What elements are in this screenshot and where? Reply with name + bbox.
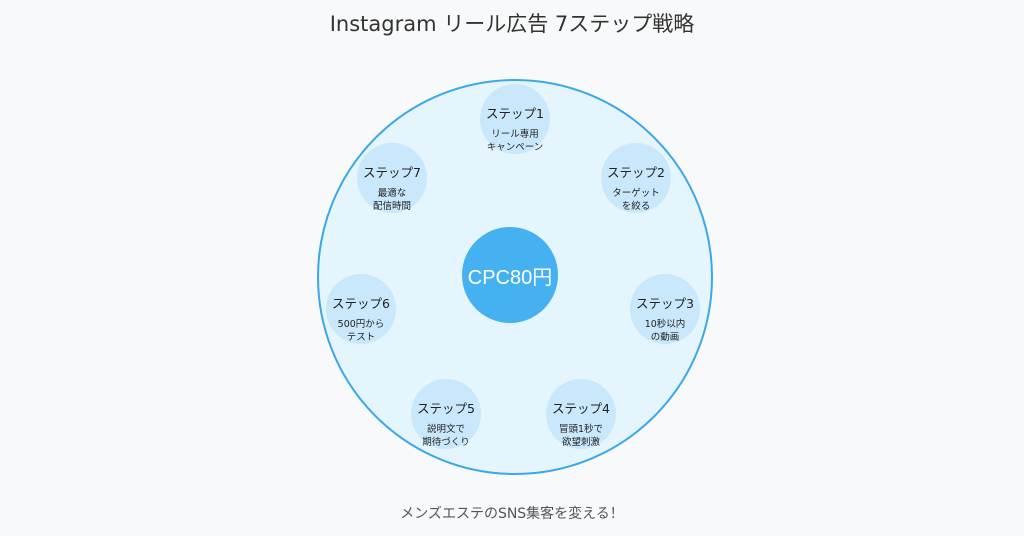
step-2-node: ステップ2 ターゲット を絞る	[601, 143, 671, 213]
step-cycle-diagram: CPC80円 ステップ1 リール専用 キャンペーン ステップ2 ターゲット を絞…	[317, 79, 713, 475]
step-5-description: 説明文で 期待づくり	[422, 424, 470, 448]
footer-tagline: メンズエステのSNS集客を変える！	[400, 506, 624, 522]
step-2-label: ステップ2	[607, 165, 665, 180]
step-4-node: ステップ4 冒頭1秒で 欲望刺激	[546, 379, 616, 449]
step-1-label: ステップ1	[486, 106, 544, 121]
step-7-description: 最適な 配信時間	[372, 188, 411, 212]
step-3-description: 10秒以内 の動画	[644, 319, 686, 343]
step-6-description: 500円から テスト	[337, 319, 385, 343]
step-7-label: ステップ7	[363, 165, 421, 180]
step-3-label: ステップ3	[636, 296, 694, 311]
step-1-node: ステップ1 リール専用 キャンペーン	[480, 84, 550, 154]
step-5-node: ステップ5 説明文で 期待づくり	[411, 379, 481, 449]
step-1-description: リール専用 キャンペーン	[486, 129, 544, 153]
step-6-label: ステップ6	[332, 296, 390, 311]
step-5-label: ステップ5	[417, 401, 475, 416]
step-7-node: ステップ7 最適な 配信時間	[357, 143, 427, 213]
center-hub-label: CPC80円	[467, 266, 553, 289]
page-title: Instagram リール広告 7ステップ戦略	[329, 12, 695, 36]
step-4-description: 冒頭1秒で 欲望刺激	[558, 424, 604, 448]
center-hub: CPC80円	[462, 227, 558, 323]
step-6-node: ステップ6 500円から テスト	[326, 274, 396, 344]
step-4-label: ステップ4	[552, 401, 610, 416]
step-3-node: ステップ3 10秒以内 の動画	[630, 274, 700, 344]
step-2-description: ターゲット を絞る	[612, 188, 660, 212]
